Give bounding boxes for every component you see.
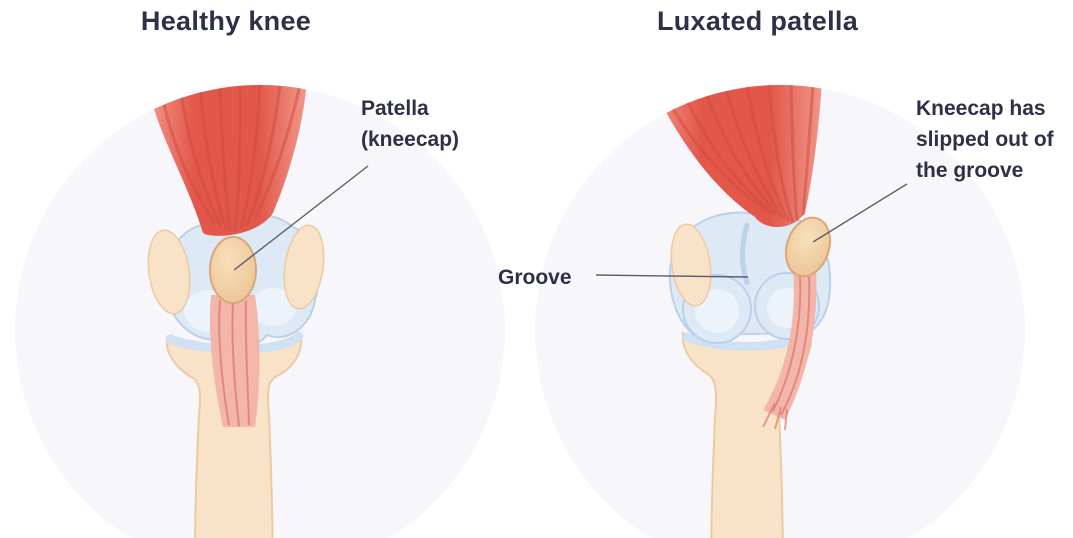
quadriceps-muscle [147, 85, 307, 236]
luxated-patella-illustration [652, 85, 832, 538]
healthy-knee-title: Healthy knee [140, 6, 312, 36]
luxated-patella-title: Luxated patella [656, 6, 859, 36]
trochlear-groove [740, 222, 750, 286]
slipped-callout-line-1: Kneecap has [916, 97, 1046, 120]
patella-callout-line-1: Patella [361, 97, 429, 120]
quadriceps-muscle [652, 85, 822, 227]
patellar-tendon [762, 270, 817, 431]
groove-callout: Groove [498, 262, 572, 293]
femur-epicondyle [670, 223, 712, 307]
slipped-callout-line-3: the groove [916, 159, 1024, 182]
patella-callout: Patella (kneecap) [361, 93, 459, 155]
patella [209, 236, 257, 304]
healthy-knee-panel [15, 85, 505, 538]
patella-callout-line-2: (kneecap) [361, 128, 460, 151]
slipped-callout-line-2: slipped out of [916, 128, 1054, 151]
slipped-kneecap-callout: Kneecap has slipped out of the groove [916, 93, 1054, 186]
groove-callout-label: Groove [498, 266, 572, 289]
healthy-knee-illustration [147, 85, 325, 538]
luxated-patella-panel [535, 85, 1025, 538]
patellar-tendon [209, 295, 260, 427]
